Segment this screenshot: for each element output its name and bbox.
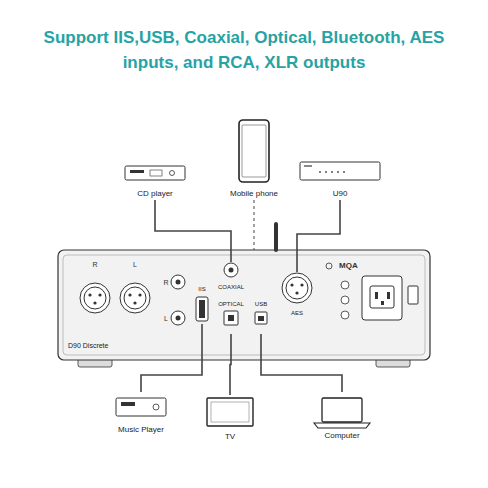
cable bbox=[297, 200, 340, 272]
device-node: Mobile phone bbox=[216, 116, 292, 200]
model-name: D90 Discrete bbox=[68, 342, 108, 350]
bluetooth-link bbox=[254, 200, 255, 250]
device-label: CD player bbox=[137, 190, 173, 199]
diagram-title: Support IIS,USB, Coaxial, Optical, Bluet… bbox=[29, 26, 459, 75]
device-label: Mobile phone bbox=[230, 190, 278, 199]
channel-label: R bbox=[163, 279, 168, 286]
mqa-logo: MQA bbox=[339, 262, 358, 270]
device-label: Music Player bbox=[118, 426, 164, 435]
port-node: AES bbox=[278, 272, 316, 318]
device-label: U90 bbox=[333, 190, 348, 199]
cable bbox=[155, 200, 231, 262]
channel-label: L bbox=[133, 261, 137, 268]
port-label: OPTICAL bbox=[218, 301, 244, 308]
port-label: USB bbox=[255, 301, 267, 308]
port-node: OPTICAL bbox=[214, 300, 248, 334]
port-node: IIS bbox=[190, 285, 214, 324]
port-node: COAXIAL bbox=[214, 262, 248, 292]
port-node: USB bbox=[250, 300, 272, 334]
device-node: CD player bbox=[115, 160, 195, 200]
dac-panel: D90 Discrete COAXIAL IIS OPTICAL USB AES bbox=[58, 250, 430, 360]
cable bbox=[261, 334, 342, 392]
device-node: U90 bbox=[295, 156, 385, 200]
port-label: COAXIAL bbox=[218, 284, 244, 291]
device-label: TV bbox=[225, 433, 235, 442]
port-label: AES bbox=[291, 310, 303, 317]
device-label: Computer bbox=[324, 432, 359, 441]
device-node: Music Player bbox=[104, 392, 178, 436]
channel-label: R bbox=[92, 261, 97, 268]
cable bbox=[230, 334, 231, 395]
channel-label: L bbox=[164, 315, 168, 322]
cable bbox=[141, 324, 202, 392]
port-label: IIS bbox=[198, 286, 205, 293]
device-node: Computer bbox=[298, 392, 386, 442]
device-node: TV bbox=[200, 395, 260, 443]
